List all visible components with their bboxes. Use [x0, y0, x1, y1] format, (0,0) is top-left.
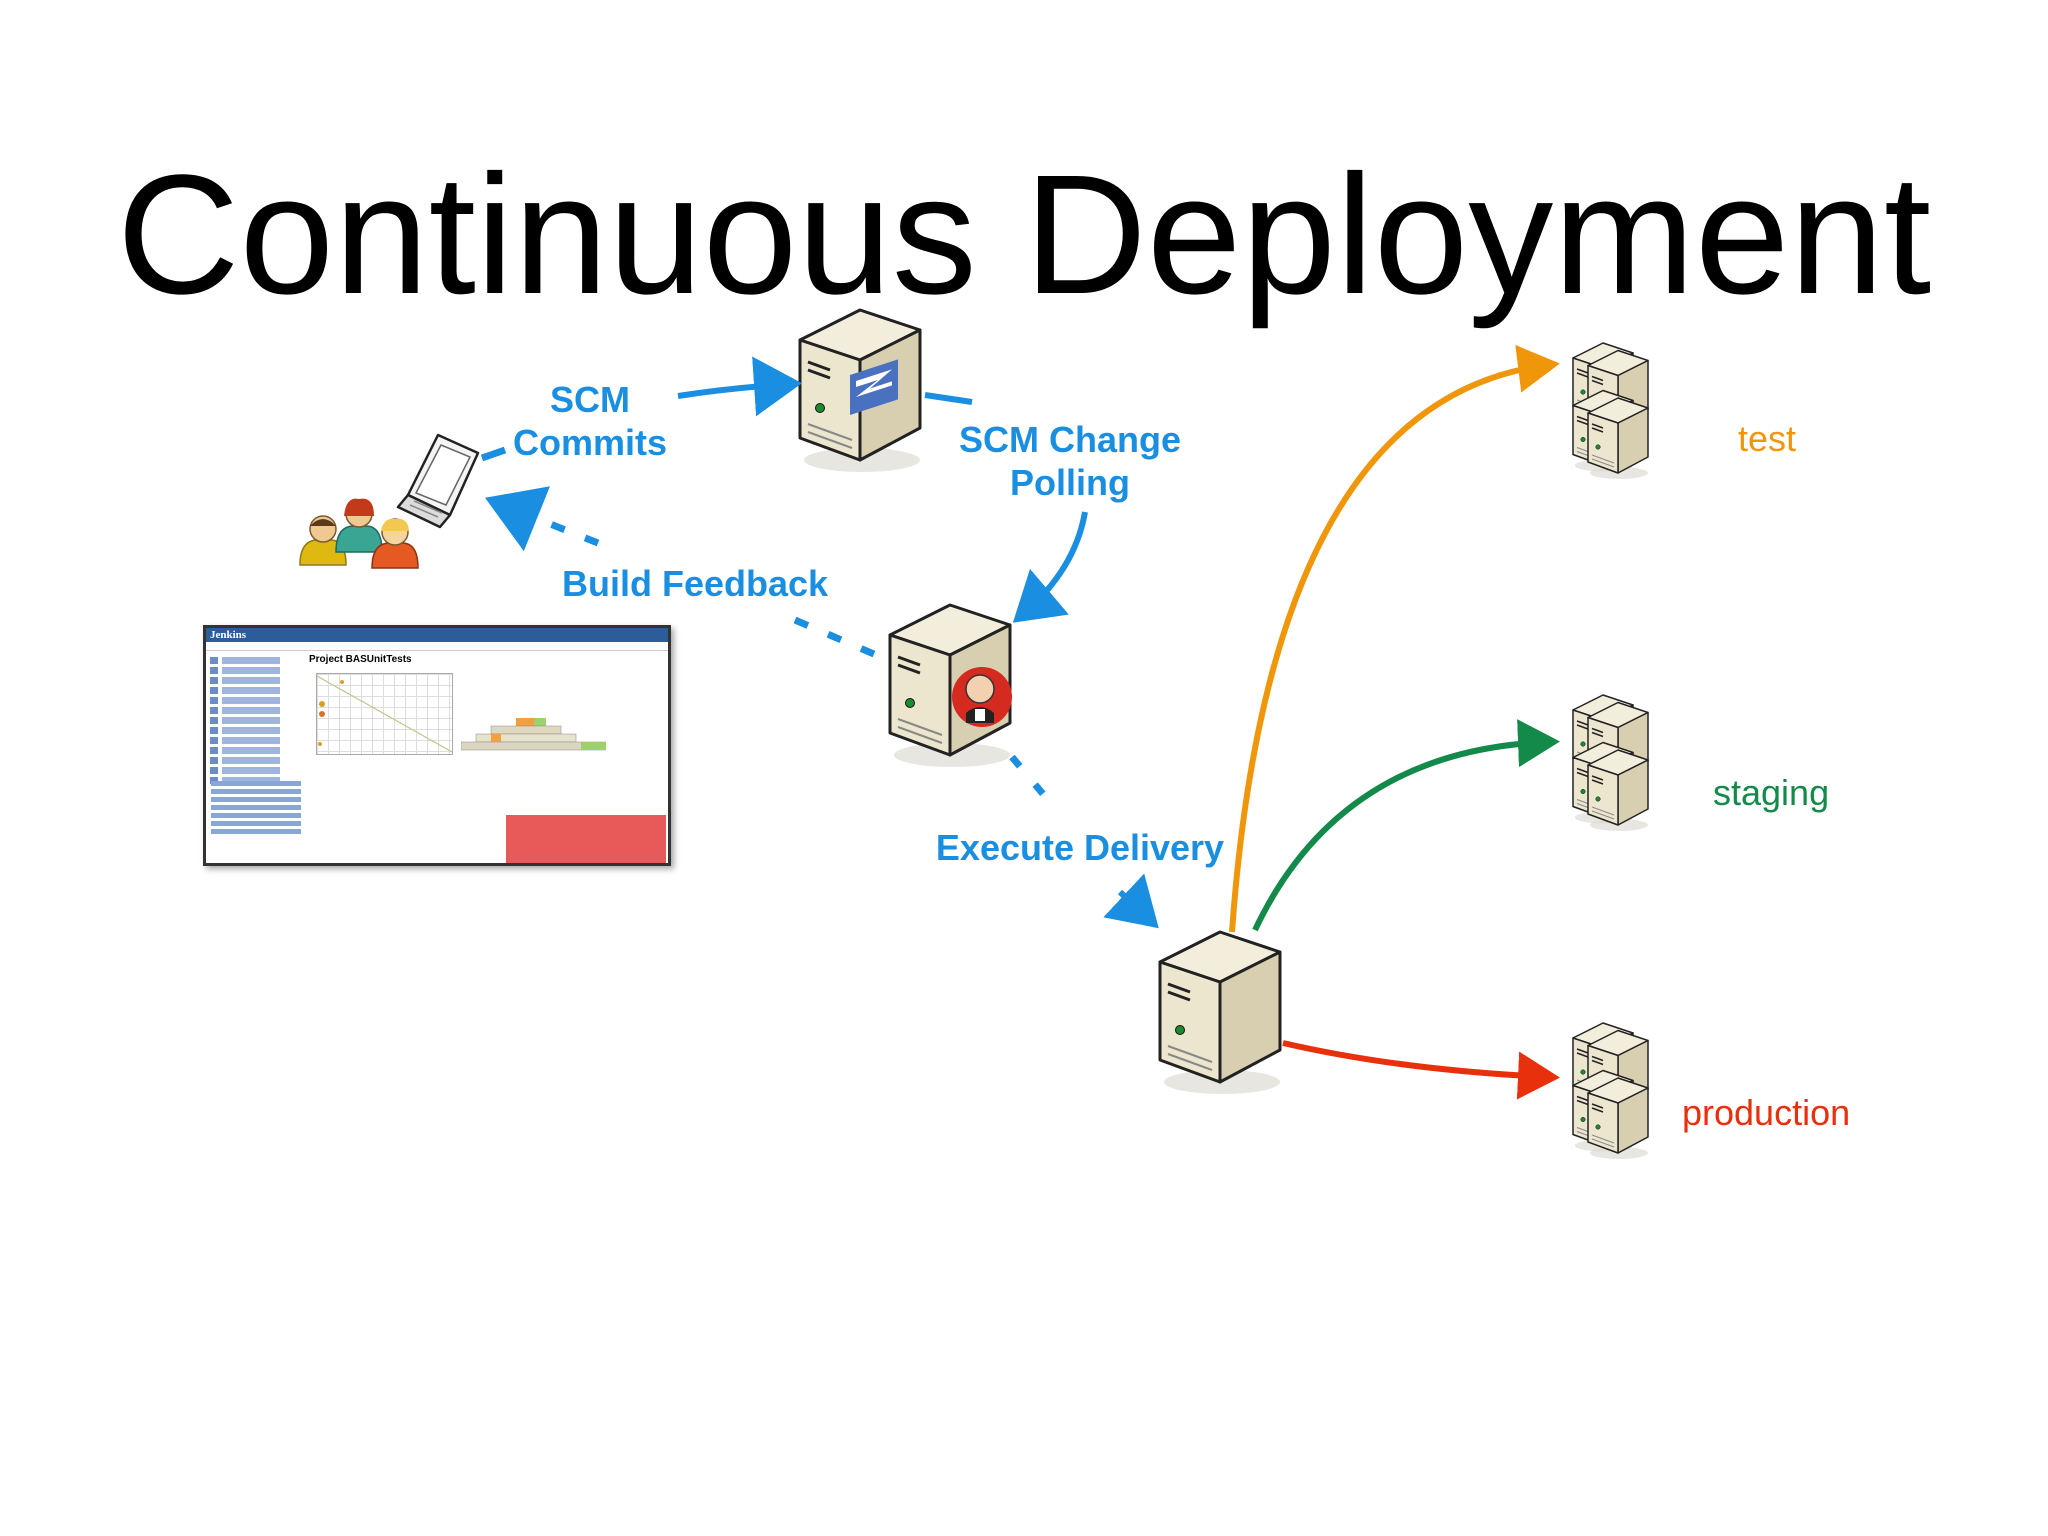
build-feedback-arrow — [485, 486, 600, 552]
jenkins-checkstyle-trend — [506, 815, 666, 863]
flow-arrows — [480, 356, 1159, 929]
jenkins-scatter-plot — [316, 673, 453, 755]
feedback-to-jenkins-dash — [793, 616, 892, 665]
env-staging-label: staging — [1713, 772, 1830, 813]
execute-top-dash — [1009, 754, 1051, 803]
jenkins-build-history — [211, 778, 306, 837]
jenkins-header: Jenkins — [206, 628, 668, 642]
deploy-test-arrow — [1229, 344, 1560, 933]
scm-commits-text: SCM Commits — [512, 379, 668, 464]
jenkins-sidebar — [210, 654, 305, 787]
env-production-label: production — [1682, 1092, 1851, 1133]
scm-polling-label: SCM Change Polling — [945, 418, 1195, 504]
jenkins-project-title: Project BASUnitTests — [309, 654, 412, 665]
scm-polling-arrow — [1012, 511, 1088, 623]
slide-title: Continuous Deployment — [116, 140, 1932, 330]
staging-servers-icon — [1573, 695, 1648, 831]
deploy-server-icon — [1158, 930, 1282, 1096]
build-feedback-label: Build Feedback — [561, 563, 829, 604]
production-servers-icon — [1573, 1023, 1648, 1159]
scm-commit-arrow — [677, 356, 802, 417]
scm-server-icon — [798, 308, 922, 474]
jenkins-dashboard-screenshot: Jenkins Project BASUnitTests — [203, 625, 671, 866]
scm-commits-label: SCM Commits — [505, 378, 675, 464]
laptop-link-dash — [480, 446, 507, 462]
jenkins-breadcrumb — [206, 642, 668, 651]
developers-icon — [299, 498, 419, 569]
env-test-label: test — [1738, 418, 1797, 459]
jenkins-server-icon — [888, 603, 1012, 769]
test-servers-icon — [1573, 343, 1648, 479]
execute-delivery-arrow — [1103, 873, 1159, 929]
scm-polling-top — [924, 392, 973, 405]
deploy-production-arrow — [1282, 1040, 1560, 1100]
execute-delivery-label: Execute Delivery — [935, 827, 1225, 868]
deploy-staging-arrow — [1252, 719, 1560, 932]
scm-polling-text: SCM Change Polling — [958, 419, 1181, 504]
laptop-icon — [396, 433, 480, 529]
jenkins-treemap — [460, 718, 607, 756]
